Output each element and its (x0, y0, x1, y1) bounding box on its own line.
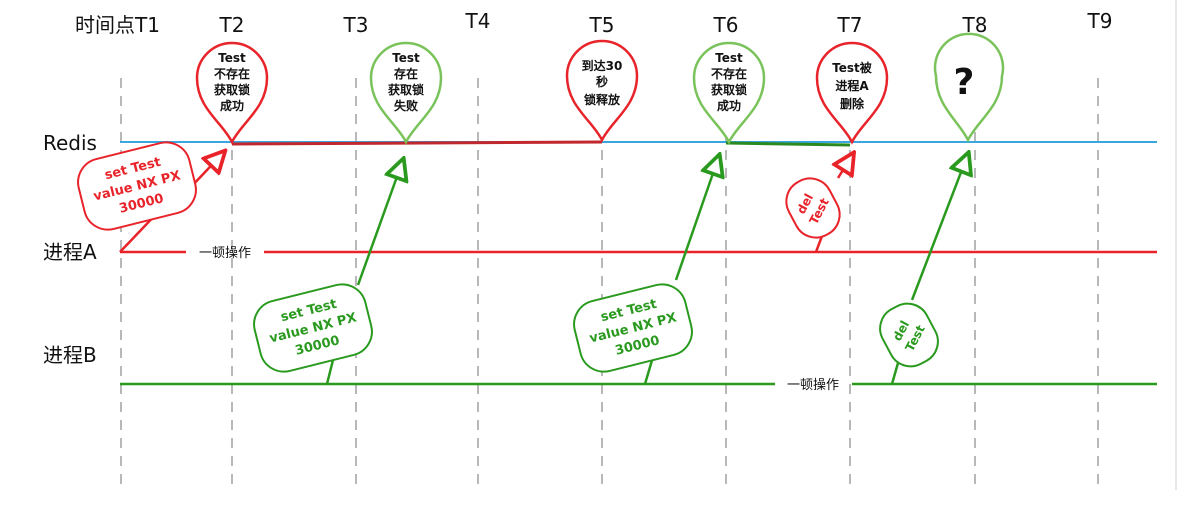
pin-t6-line3: 获取锁 (710, 82, 747, 97)
pin-t3-line1: Test (392, 51, 420, 65)
time-gridlines (120, 78, 1099, 492)
pin-t6-line1: Test (715, 51, 743, 65)
pin-t7-line2: 进程A (835, 78, 869, 93)
time-label: 时间点 (75, 13, 135, 37)
time-point-t3: T3 (343, 13, 369, 37)
command-bubble-a-del: del Test (785, 177, 841, 239)
pin-t2-line2: 不存在 (214, 66, 250, 81)
pin-t5-line3: 锁释放 (584, 92, 621, 107)
time-point-header: 时间点T1 (75, 13, 160, 37)
pin-t3-lock-failed: Test 存在 获取锁 失败 (369, 41, 443, 145)
command-bubble-b-del: del Test (879, 302, 939, 368)
arrow-b-set-2-head (674, 156, 719, 281)
pin-t6-line2: 不存在 (711, 66, 747, 81)
lane-label-process-b: 进程B (43, 343, 97, 367)
pin-t6-line4: 成功 (717, 98, 741, 113)
arrow-a-del-head (838, 154, 853, 179)
command-bubble-b-set-1: set Test value NX PX 30000 (253, 283, 373, 373)
pin-t7-key-deleted: Test被 进程A 删除 (815, 41, 889, 145)
process-a-operation-label: 一顿操作 (199, 245, 251, 261)
process-b-operation-label: 一顿操作 (787, 377, 839, 393)
pin-t5-line1: 到达30 (582, 58, 623, 73)
pin-t6-lock-acquired: Test 不存在 获取锁 成功 (692, 41, 766, 145)
time-point-t6: T6 (713, 13, 739, 37)
arrow-b-set-1-head (356, 160, 403, 286)
pin-t3-line2: 存在 (393, 66, 418, 81)
pin-t3-line4: 失败 (394, 98, 418, 113)
pin-t2-lock-acquired: Test 不存在 获取锁 成功 (195, 41, 269, 145)
arrow-a-del (814, 235, 824, 253)
pin-t7-line3: 删除 (840, 96, 865, 111)
time-point-t2: T2 (219, 13, 245, 37)
time-point-t4: T4 (465, 9, 491, 33)
lane-label-process-a: 进程A (43, 240, 97, 264)
pin-t5-line2: 秒 (596, 74, 608, 89)
command-bubble-b-set-2: set Test value NX PX 30000 (573, 283, 693, 373)
pin-t5-lock-expired: 到达30 秒 锁释放 (565, 39, 639, 143)
time-point-t7: T7 (837, 13, 863, 37)
pin-t8-unknown: ? (933, 32, 1005, 143)
pin-t8-question-mark: ? (954, 62, 975, 103)
command-bubble-a-set: set Test value NX PX 30000 (77, 141, 197, 231)
pin-t7-line1: Test被 (832, 60, 873, 75)
time-point-t1: T1 (134, 13, 160, 37)
redis-lock-held-by-a (231, 140, 603, 146)
redis-lock-held-by-b (725, 141, 851, 147)
pin-t3-line3: 获取锁 (387, 82, 424, 97)
pin-t2-line1: Test (218, 51, 246, 65)
time-point-t9: T9 (1087, 9, 1113, 33)
time-point-t5: T5 (589, 13, 615, 37)
pin-t2-line3: 获取锁 (213, 82, 250, 97)
lane-label-redis: Redis (43, 131, 97, 155)
pin-t2-line4: 成功 (220, 98, 244, 113)
arrow-b-del-head (910, 154, 968, 301)
